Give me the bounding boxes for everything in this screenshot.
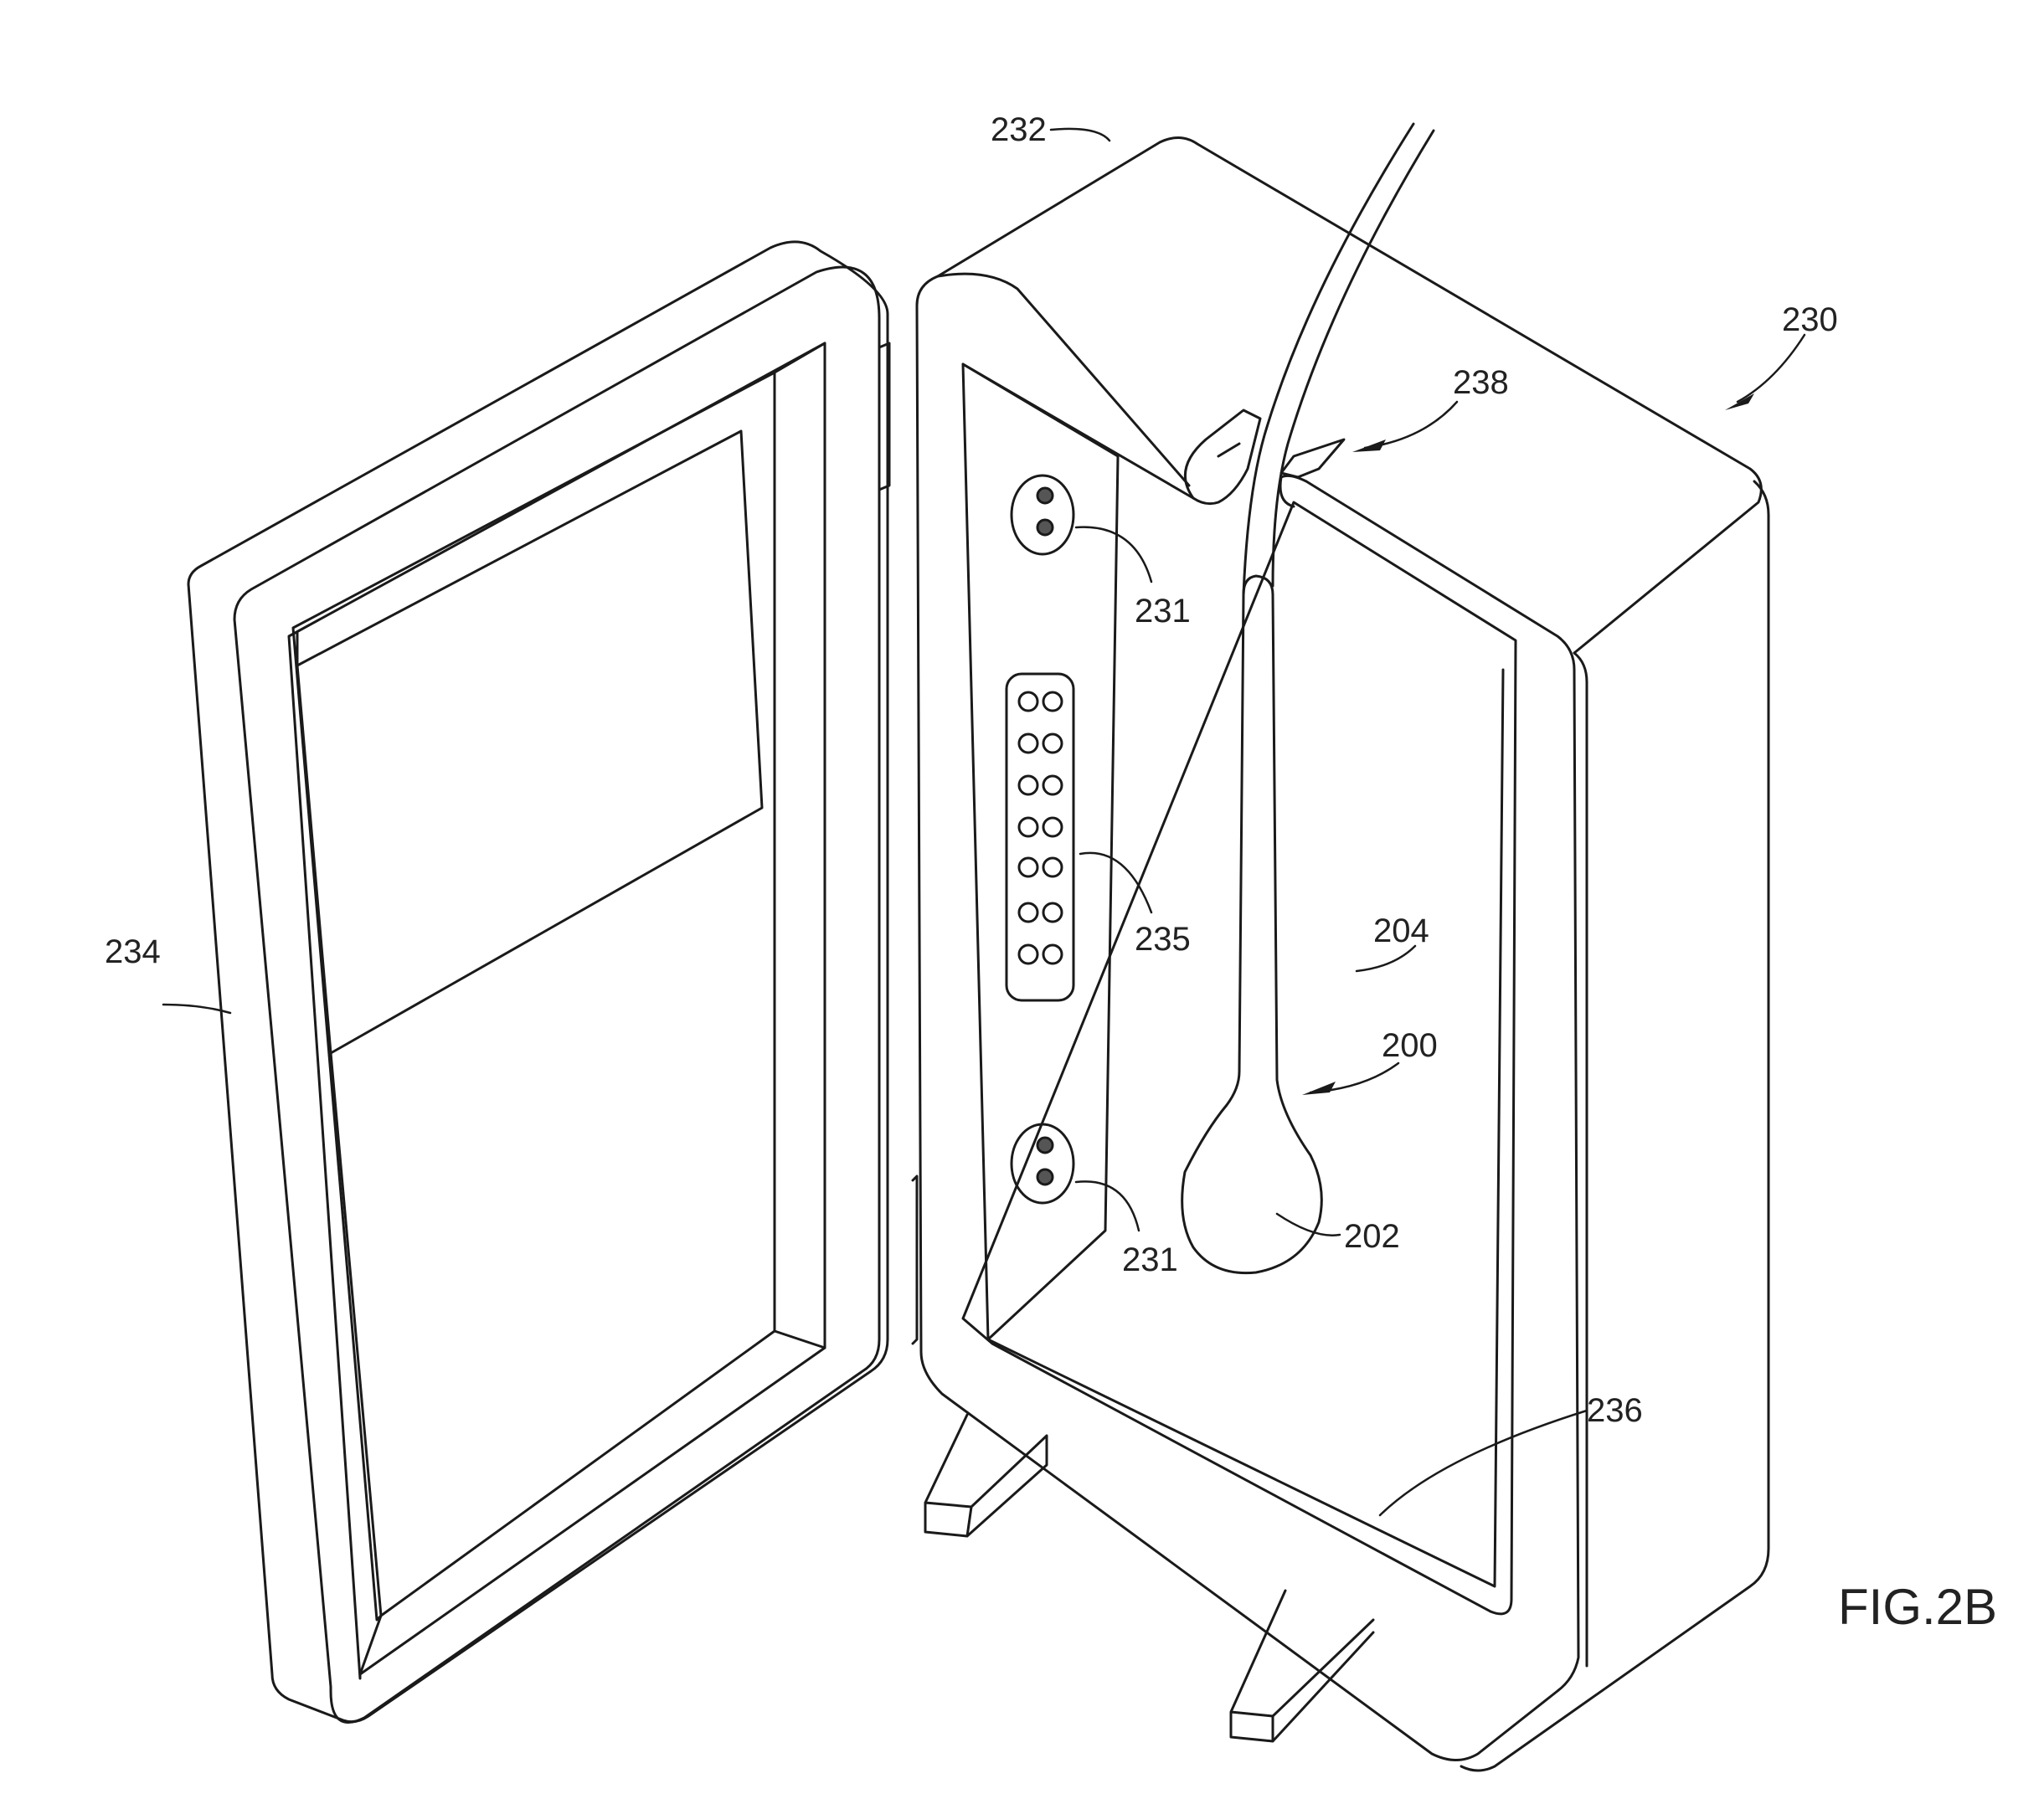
door-front-face: [233, 265, 881, 1724]
case-body: [915, 136, 1770, 1772]
probe-holder: [1183, 409, 1346, 508]
door-outer-shell: [187, 240, 889, 1724]
case-top-face: [936, 136, 1763, 655]
label-202: 202: [1344, 1218, 1400, 1255]
door: [187, 240, 889, 1724]
probe-cable: [1242, 122, 1415, 596]
arrowheads: [1302, 393, 1754, 1095]
label-238: 238: [1453, 364, 1509, 401]
case-front-outer: [915, 272, 1580, 1761]
hinge: [878, 342, 919, 1345]
label-232: 232: [991, 111, 1047, 148]
case-side-face: [1460, 480, 1770, 1772]
leg-right: [1229, 1589, 1375, 1743]
case-recess: [986, 668, 1505, 1588]
figure-caption: FIG.2B: [1838, 1579, 1997, 1635]
support-legs: [924, 1413, 1375, 1743]
probe: [1181, 122, 1435, 1275]
connector-top: [1010, 474, 1075, 556]
connector-bottom: [1010, 1123, 1075, 1205]
leader-lines: [162, 127, 1806, 1517]
label-236: 236: [1587, 1392, 1643, 1429]
leg-left: [924, 1413, 1048, 1538]
label-231-top: 231: [1135, 593, 1191, 630]
label-234: 234: [105, 933, 161, 970]
probe-handle: [1181, 574, 1323, 1275]
label-230: 230: [1782, 301, 1838, 338]
door-screen: [296, 429, 764, 1055]
label-200: 200: [1382, 1027, 1438, 1064]
door-recess: [291, 371, 776, 1622]
label-204: 204: [1373, 912, 1429, 949]
label-235: 235: [1135, 921, 1191, 958]
connector-panel: [961, 362, 1120, 1341]
label-231-bottom: 231: [1122, 1241, 1178, 1278]
connector-array-235: [1005, 672, 1075, 1002]
reference-labels: 232 230 238 231 231 235 204 200 202 234 …: [105, 111, 1997, 1635]
